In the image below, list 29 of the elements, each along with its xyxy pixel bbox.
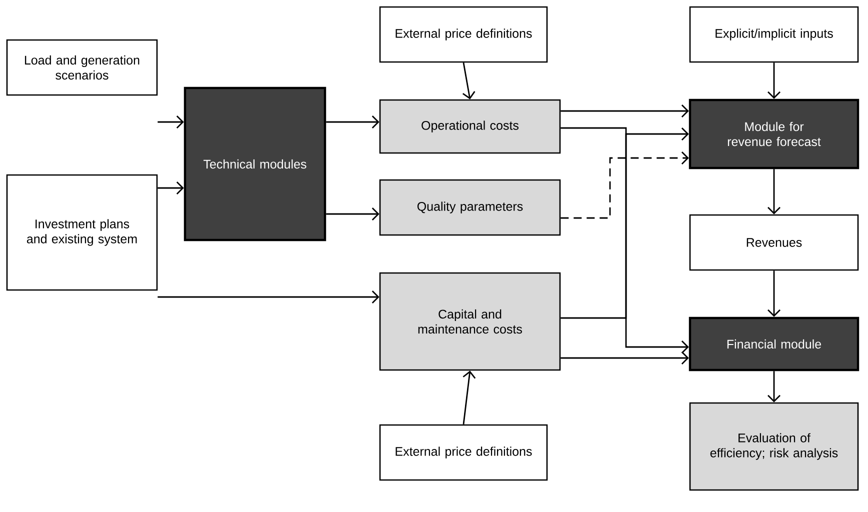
- input-box: Revenues: [689, 214, 859, 271]
- arrow: [560, 352, 689, 364]
- input-box: Explicit/implicit inputs: [689, 6, 859, 63]
- module-box: Financial module: [688, 316, 860, 372]
- arrow: [768, 62, 780, 99]
- arrow: [560, 152, 689, 219]
- arrow: [560, 104, 689, 118]
- output-box: Capital and maintenance costs: [379, 272, 561, 371]
- arrow: [768, 169, 780, 214]
- arrow: [326, 116, 380, 128]
- module-box: Technical modules: [184, 86, 326, 242]
- output-box: Evaluation of efficiency; risk analysis: [689, 402, 859, 491]
- arrow: [462, 62, 476, 100]
- arrow: [158, 290, 380, 304]
- arrow: [560, 128, 689, 319]
- module-box: Module for revenue forecast: [688, 98, 860, 170]
- arrow: [326, 208, 380, 220]
- arrow: [768, 371, 780, 402]
- input-box: Load and generation scenarios: [6, 39, 158, 96]
- arrow: [768, 270, 780, 317]
- output-box: Quality parameters: [379, 179, 561, 236]
- input-box: External price definitions: [379, 6, 548, 63]
- arrow: [560, 127, 689, 354]
- input-box: External price definitions: [379, 424, 548, 481]
- arrow: [158, 116, 184, 128]
- arrow: [462, 370, 476, 424]
- output-box: Operational costs: [379, 99, 561, 154]
- input-box: Investment plans and existing system: [6, 174, 158, 291]
- arrow: [158, 182, 184, 194]
